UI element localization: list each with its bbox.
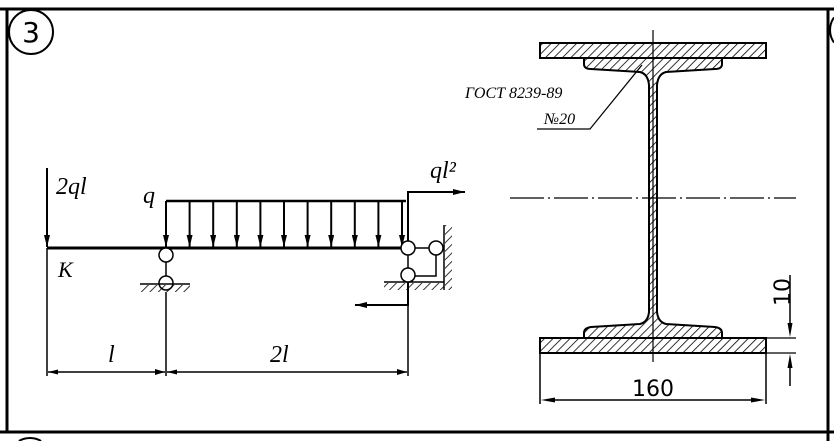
distributed-load-label: q	[143, 183, 155, 209]
problem-number-badge: 3	[8, 9, 54, 55]
moment-label: ql²	[430, 158, 457, 184]
span-right-label: 2l	[270, 342, 289, 368]
point-k-label: K	[57, 257, 74, 282]
distributed-load	[163, 199, 406, 247]
moment-arrow	[407, 189, 465, 241]
fixed-support	[384, 225, 452, 290]
span-left-label: l	[108, 342, 115, 368]
next-problem-badge-edge	[18, 436, 42, 441]
next-problem-badge-edge	[829, 16, 834, 44]
leader-line	[537, 64, 643, 130]
width-dimension	[539, 353, 767, 404]
thickness-dimension	[766, 275, 796, 386]
frame	[0, 7, 834, 441]
profile-number-label: №20	[543, 111, 575, 128]
point-load-label: 2ql	[56, 174, 87, 200]
span-dimensions	[46, 248, 409, 376]
cross-section: ГОСТ 8239-89 №20 160 10	[464, 30, 796, 404]
width-label: 160	[632, 377, 674, 402]
thickness-label: 10	[771, 278, 796, 306]
standard-label: ГОСТ 8239-89	[464, 85, 562, 102]
problem-number: 3	[22, 16, 40, 49]
hinged-support	[140, 247, 190, 292]
beam-scheme: 2ql K q ql²	[44, 158, 465, 376]
